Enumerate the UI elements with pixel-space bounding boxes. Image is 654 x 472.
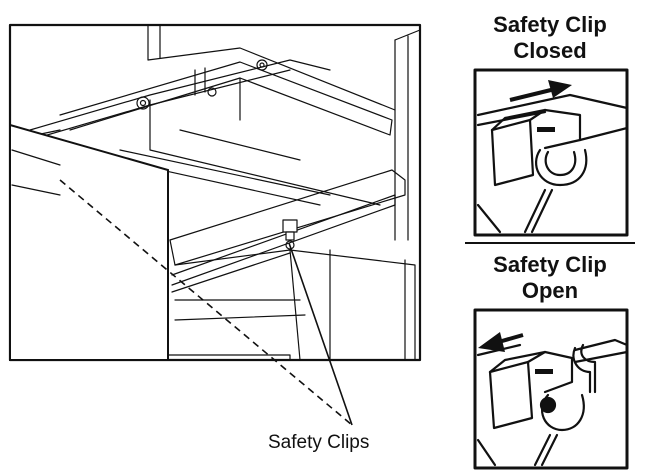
callout-lines [59,179,353,426]
solid-leader-line [288,242,353,426]
main-illustration: Safety Clips [8,23,422,453]
inset-open: Safety Clip Open [473,252,629,470]
callout-label: Safety Clips [268,432,369,453]
dashed-leader-line [59,179,353,426]
inset-closed-title-line1: Safety Clip [493,12,607,37]
closed-clip-drawing [476,93,629,234]
inset-closed: Safety Clip Closed [473,12,629,237]
inset-closed-title-line2: Closed [513,38,586,63]
open-clip-drawing [476,338,629,467]
inset-open-title-line2: Open [522,278,578,303]
inset-closed-frame [473,68,629,237]
inset-open-title-line1: Safety Clip [493,252,607,277]
arrow-right-icon [509,80,572,102]
arrow-left-icon [478,332,524,352]
inset-open-frame [473,308,629,470]
drawer-front-panel [9,123,169,361]
